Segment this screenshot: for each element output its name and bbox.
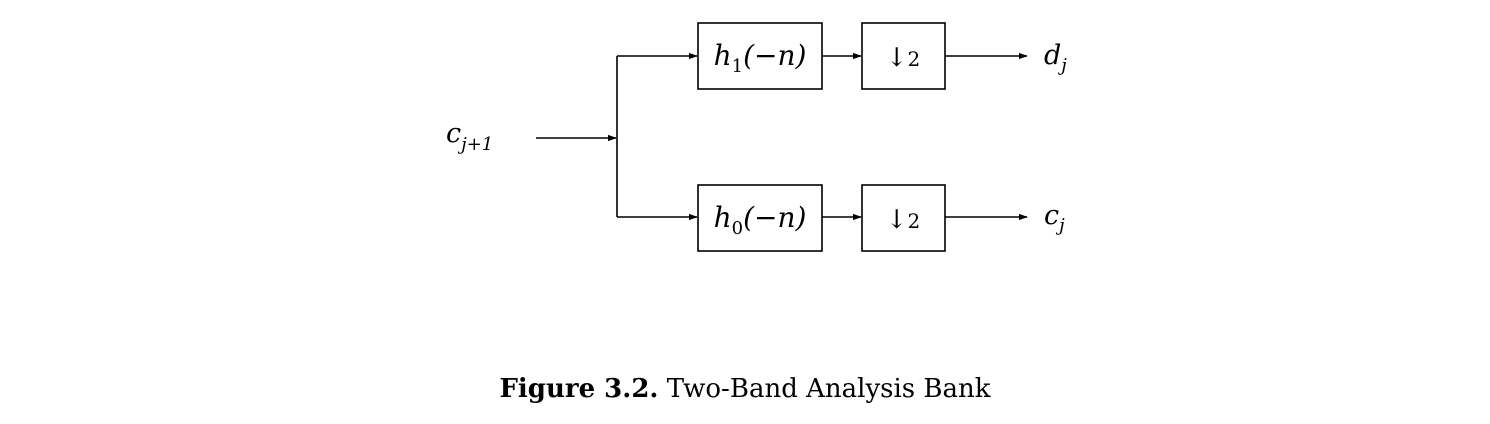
input-label: cj+1 [446, 118, 493, 155]
top-output-label: dj [1044, 40, 1067, 76]
highpass-filter-label: h1(−n) [714, 39, 807, 77]
bottom-downsampler-box [861, 184, 946, 252]
lowpass-filter-box [697, 184, 823, 252]
bottom-output-label: cj [1044, 200, 1065, 236]
figure-number: Figure 3.2. [499, 374, 659, 404]
lowpass-filter-label: h0(−n) [714, 201, 807, 239]
figure-caption: Figure 3.2. Two-Band Analysis Bank [0, 374, 1490, 404]
top-downsampler-label: ↓2 [886, 43, 921, 73]
figure-title: Two-Band Analysis Bank [666, 374, 991, 404]
bottom-downsampler-label: ↓2 [886, 205, 921, 235]
